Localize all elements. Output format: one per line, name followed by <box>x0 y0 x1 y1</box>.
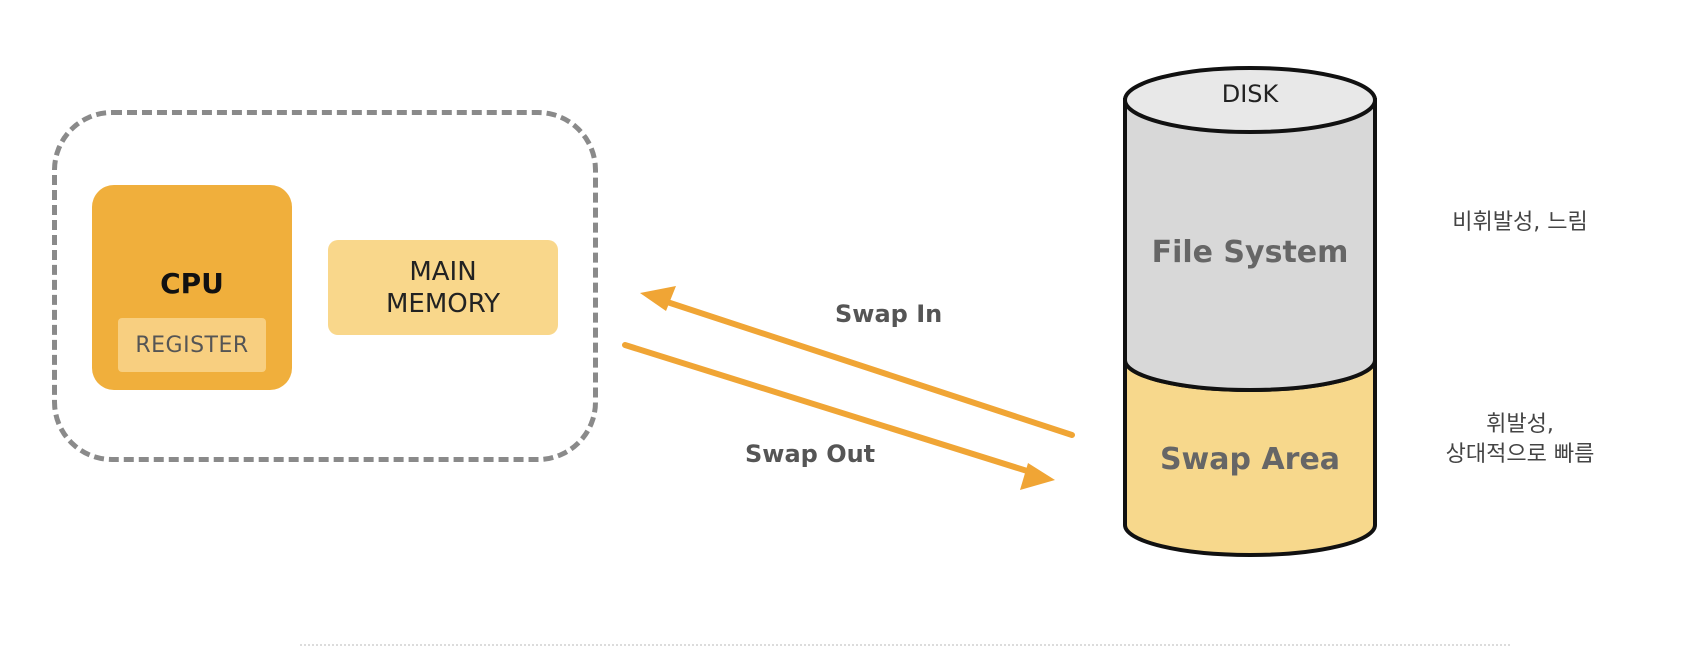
main-memory-label-line1: MAIN <box>409 256 477 287</box>
file-system-note: 비휘발성, 느림 <box>1452 210 1588 235</box>
bottom-divider <box>300 644 1510 646</box>
main-memory-block: MAIN MEMORY <box>328 240 558 335</box>
swap-out-label: Swap Out <box>745 440 876 468</box>
register-label: REGISTER <box>135 332 249 358</box>
swap-area-label: Swap Area <box>1159 442 1341 477</box>
cpu-block: CPU REGISTER <box>92 185 292 390</box>
swap-out-arrow <box>622 342 1055 490</box>
swap-area-note-line2: 상대적으로 빠름 <box>1445 442 1595 467</box>
main-memory-label-line2: MEMORY <box>385 288 501 319</box>
disk-title: DISK <box>1221 80 1279 108</box>
register-block: REGISTER <box>118 318 266 372</box>
swap-area-note: 휘발성, 상대적으로 빠름 <box>1410 410 1630 470</box>
cpu-label: CPU <box>160 267 224 300</box>
disk-cylinder <box>1123 66 1377 557</box>
swap-in-label: Swap In <box>835 300 943 328</box>
swap-in-arrow <box>640 286 1075 438</box>
file-system-label: File System <box>1151 235 1349 270</box>
swap-area-note-line1: 휘발성, <box>1486 412 1554 437</box>
memory-system-boundary <box>52 110 598 462</box>
